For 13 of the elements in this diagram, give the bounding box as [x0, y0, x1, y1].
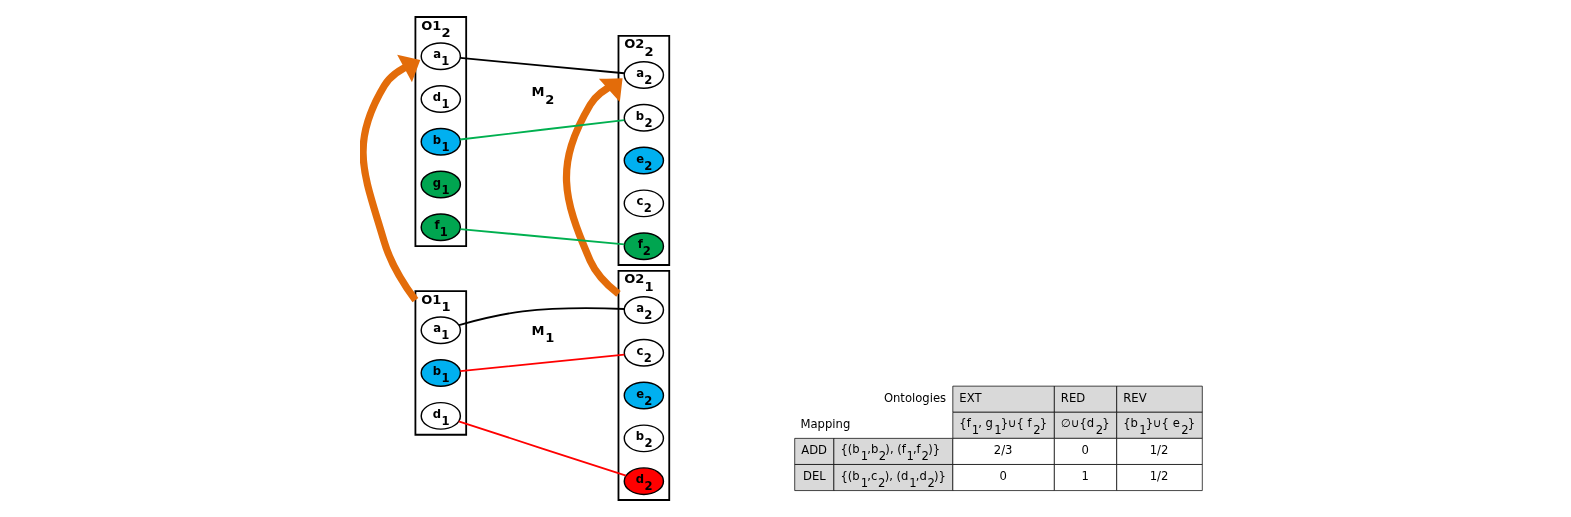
label: ADD — [801, 443, 828, 458]
label: 0 — [999, 469, 1007, 484]
label: 2/3 — [993, 443, 1013, 458]
label: REV — [1123, 390, 1147, 405]
label: EXT — [959, 390, 982, 405]
label: RED — [1060, 390, 1086, 405]
label: 1/2 — [1149, 469, 1169, 484]
label: Mapping — [800, 417, 851, 432]
label: 1/2 — [1149, 443, 1169, 458]
label: 1 — [1081, 469, 1089, 484]
label: 0 — [1081, 443, 1089, 458]
label: Ontologies — [883, 390, 947, 405]
label: DEL — [803, 469, 826, 484]
